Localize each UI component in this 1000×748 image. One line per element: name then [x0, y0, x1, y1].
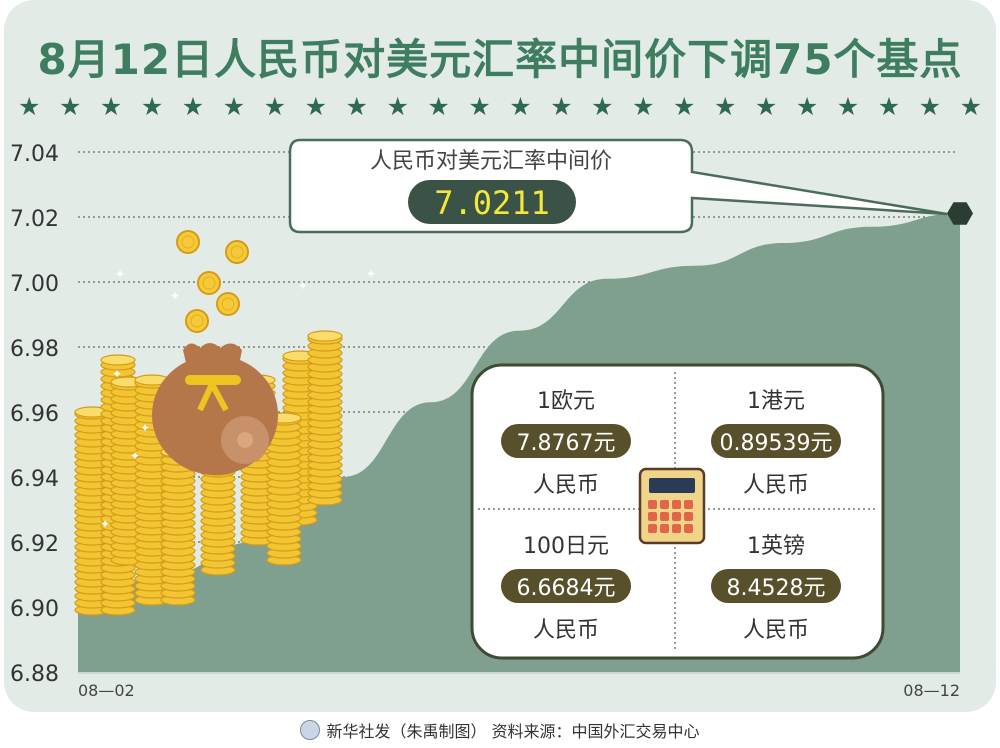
star-icon: ★: [18, 92, 41, 121]
star-icon: ★: [222, 92, 246, 121]
y-axis: 7.04 7.02 7.00 6.98 6.96 6.94 6.92 6.90 6.88: [10, 142, 59, 687]
rate-value-pill: [501, 569, 631, 603]
rate-callout: 人民币对美元汇率中间价 7.0211: [288, 138, 948, 234]
star-icon: ★: [140, 92, 164, 121]
coin-icon: [176, 230, 200, 254]
y-tick-label: 7.02: [10, 207, 59, 232]
sparkle-icon: ✦: [100, 517, 110, 531]
star-icon: ★: [550, 92, 573, 121]
star-icon: ★: [877, 92, 901, 121]
sparkle-icon: ✦: [366, 267, 376, 281]
money-bag-icon: [152, 343, 278, 475]
star-icon: ★: [181, 92, 205, 121]
x-axis: 08—02 08—12: [78, 672, 960, 700]
rate-unit: 1欧元: [537, 389, 595, 414]
sparkle-icon: ✦: [115, 267, 125, 281]
rate-currency: 人民币: [743, 473, 809, 498]
star-icon: ★: [754, 92, 778, 121]
star-icon: ★: [263, 92, 287, 121]
star-icon: ★: [713, 92, 737, 121]
sparkle-icon: ✦: [140, 421, 150, 435]
rate-value-pill: [501, 424, 631, 458]
last-point-marker: [947, 202, 973, 225]
star-icon: ★: [959, 92, 982, 121]
star-icon: ★: [795, 92, 819, 121]
credit-line: 新华社发（朱禹制图） 资料来源：中国外汇交易中心: [0, 718, 1000, 742]
y-tick-label: 7.04: [10, 142, 59, 167]
rate-chart: 7.04 7.02 7.00 6.98 6.96 6.94 6.92 6.90 6.88 08—…: [10, 138, 973, 700]
rate-currency: 人民币: [533, 618, 599, 643]
page-title: 8月12日人民币对美元汇率中间价下调75个基点: [37, 35, 963, 84]
x-tick-label: 08—02: [78, 681, 135, 700]
star-icon: ★: [99, 92, 123, 121]
star-icon: ★: [673, 92, 696, 121]
callout-value: 7.0211: [434, 184, 550, 222]
coin-icon: [197, 271, 221, 295]
star-icon: ★: [304, 92, 327, 121]
star-icon: ★: [345, 92, 368, 121]
credit-text: 新华社发（朱禹制图） 资料来源：中国外汇交易中心: [326, 722, 700, 741]
sparkle-icon: ✦: [170, 289, 180, 303]
star-icon: ★: [591, 92, 614, 121]
sparkle-icon: ✦: [298, 279, 308, 293]
rate-unit: 1港元: [747, 389, 805, 414]
star-divider: ★ ★ ★ ★ ★ ★ ★ ★ ★ ★ ★ ★ ★ ★ ★ ★ ★ ★ ★ ★ ★ ★ ★ ★: [18, 92, 982, 121]
star-icon: ★: [386, 92, 409, 121]
star-icon: ★: [468, 92, 491, 121]
rate-value: 6.6684元: [517, 576, 616, 601]
xinhua-logo-icon: [300, 720, 321, 740]
star-icon: ★: [836, 92, 860, 121]
rate-unit: 1英镑: [747, 534, 805, 559]
callout-label: 人民币对美元汇率中间价: [370, 149, 612, 174]
rate-value: 7.8767元: [517, 431, 616, 456]
rate-value-pill: [711, 424, 841, 458]
calculator-icon: [638, 467, 706, 545]
coin-icon: [225, 240, 249, 264]
y-tick-label: 6.92: [10, 532, 59, 557]
rate-value-pill: [711, 569, 841, 603]
coin-icon: [185, 309, 209, 333]
star-icon: ★: [918, 92, 942, 121]
callout-value-pill: [408, 180, 576, 224]
rate-value: 0.89539元: [720, 431, 833, 456]
coin-icon: [216, 292, 240, 316]
rate-currency: 人民币: [743, 618, 809, 643]
rate-unit: 100日元: [523, 534, 609, 559]
x-tick-label: 08—12: [903, 681, 960, 700]
star-icon: ★: [427, 92, 450, 121]
y-tick-label: 6.88: [10, 662, 59, 687]
money-bag-illustration: ✦✦✦✦✦✦✦✦: [74, 230, 376, 616]
sparkle-icon: ✦: [112, 367, 122, 381]
y-tick-label: 7.00: [10, 272, 59, 297]
sparkle-icon: ✦: [130, 449, 140, 463]
y-tick-label: 6.98: [10, 337, 59, 362]
rate-currency: 人民币: [533, 473, 599, 498]
rate-value: 8.4528元: [727, 576, 826, 601]
y-tick-label: 6.90: [10, 597, 59, 622]
star-icon: ★: [509, 92, 532, 121]
y-tick-label: 6.96: [10, 402, 59, 427]
rates-panel: 1欧元7.8767元人民币1港元0.89539元人民币100日元6.6684元人…: [470, 363, 885, 660]
star-icon: ★: [58, 92, 82, 121]
y-tick-label: 6.94: [10, 467, 59, 492]
star-icon: ★: [632, 92, 655, 121]
